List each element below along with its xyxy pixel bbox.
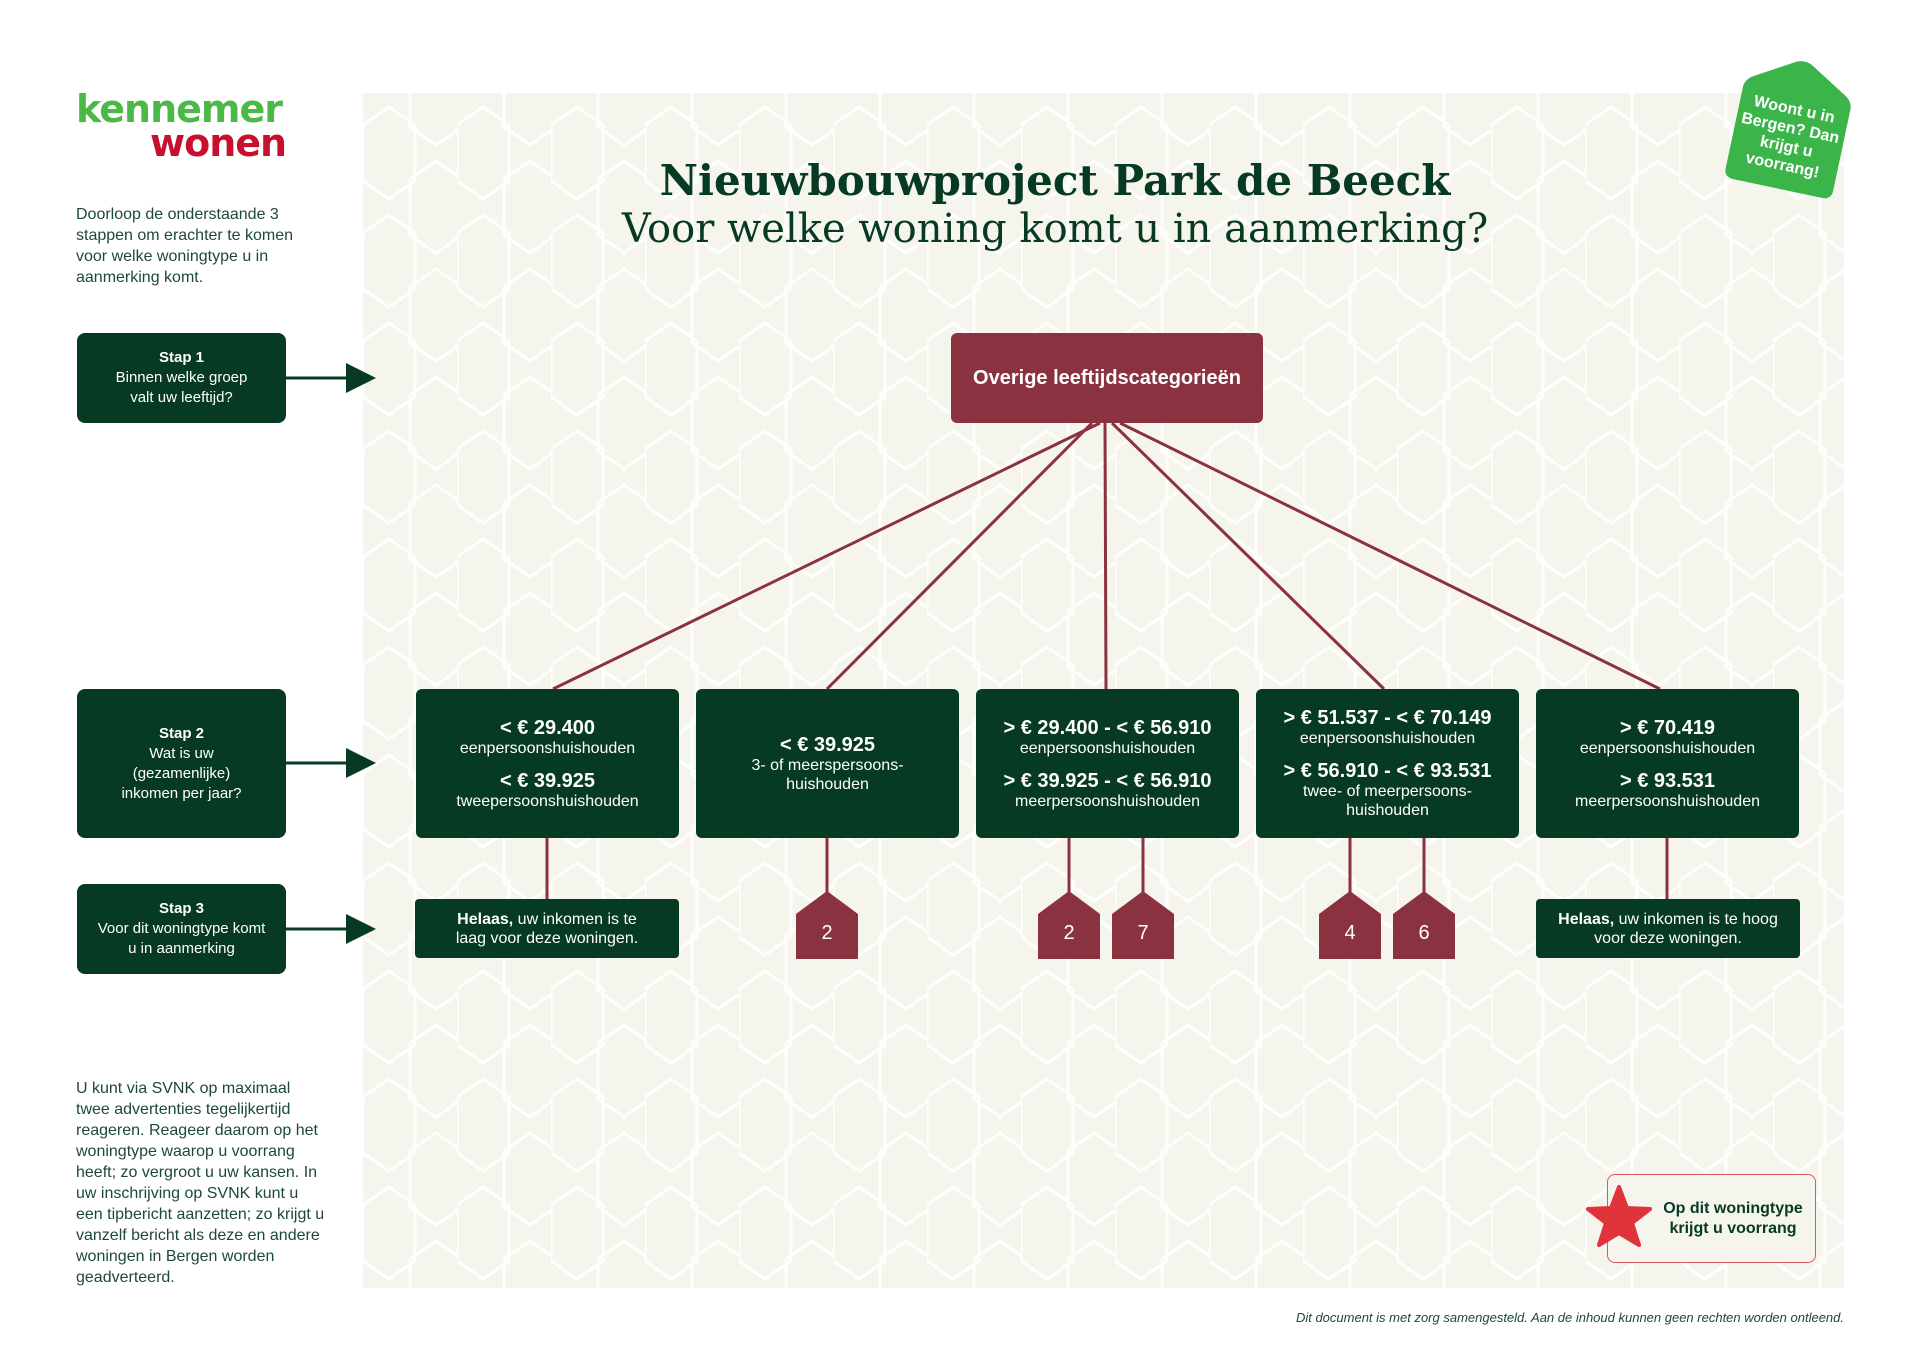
- house-number: 4: [1344, 922, 1355, 944]
- kennemer-wonen-logo[interactable]: kennemer wonen: [76, 87, 287, 166]
- income-node-1: < € 29.400 eenpersoonshuishouden < € 39.…: [416, 689, 679, 838]
- house-number: 2: [821, 922, 832, 944]
- income-value: > € 51.537 - < € 70.149: [1283, 707, 1492, 729]
- step-2-box: Stap 2 Wat is uw (gezamenlijke) inkomen …: [77, 689, 286, 838]
- income-value: > € 93.531: [1619, 769, 1716, 792]
- logo-line-2: wonen: [150, 121, 287, 166]
- income-value: > € 56.910 - < € 93.531: [1283, 760, 1492, 782]
- bergen-priority-badge: Woont u in Bergen? Dan krijgt u voorrang…: [1724, 50, 1859, 200]
- house-icon: [1038, 891, 1100, 959]
- household-type: tweepersoonshuishouden: [456, 792, 639, 810]
- house-icon: [1112, 891, 1174, 959]
- income-value: > € 29.400 - < € 56.910: [1003, 716, 1212, 739]
- income-value: < € 39.925: [779, 733, 876, 756]
- income-node-5: > € 70.419 eenpersoonshuishouden > € 93.…: [1536, 689, 1799, 838]
- result-too-high: Helaas, uw inkomen is te hoog voor deze …: [1536, 899, 1800, 958]
- house-number: 6: [1418, 922, 1429, 944]
- house-icon: [1319, 891, 1381, 959]
- house-icon: [1393, 891, 1455, 959]
- legend-text: Op dit woningtype krijgt u voorrang: [1663, 1200, 1803, 1237]
- house-number: 7: [1137, 922, 1148, 944]
- step-3-title: Stap 3: [158, 900, 204, 917]
- step-3-text: Voor dit woningtype komt u in aanmerking: [97, 920, 266, 957]
- step-1-box: Stap 1 Binnen welke groep valt uw leefti…: [77, 333, 286, 423]
- income-node-3: > € 29.400 - < € 56.910 eenpersoonshuish…: [976, 689, 1239, 838]
- step-2-title: Stap 2: [158, 724, 204, 742]
- page-subtitle: Voor welke woning komt u in aanmerking?: [621, 206, 1489, 252]
- result-high-bold: Helaas,: [1558, 910, 1615, 928]
- page-title: Nieuwbouwproject Park de Beeck: [659, 156, 1451, 205]
- step-2-text: Wat is uw (gezamenlijke) inkomen per jaa…: [121, 744, 242, 802]
- income-node-2: < € 39.925 3- of meerspersoons-huishoude…: [696, 689, 959, 838]
- house-badge-icon: [1725, 61, 1851, 199]
- household-type: eenpersoonshuishouden: [1019, 739, 1196, 757]
- result-high-text: uw inkomen is te hoog voor deze woningen…: [1594, 910, 1778, 947]
- result-low-bold: Helaas,: [457, 910, 514, 928]
- income-value: < € 39.925: [499, 769, 596, 792]
- svnk-note: U kunt via SVNK op maximaal twee adverte…: [76, 1080, 325, 1286]
- income-value: > € 70.419: [1619, 716, 1716, 739]
- disclaimer: Dit document is met zorg samengesteld. A…: [1295, 1310, 1844, 1325]
- household-type: meerpersoonshuishouden: [1574, 792, 1760, 810]
- intro-text: Doorloop de onderstaande 3 stappen om er…: [76, 206, 294, 286]
- star-icon: [1586, 1185, 1652, 1247]
- income-value: > € 39.925 - < € 56.910: [1003, 769, 1212, 792]
- household-type: meerpersoonshuishouden: [1014, 792, 1200, 810]
- step-1-text: Binnen welke groep valt uw leeftijd?: [115, 369, 248, 406]
- household-type: eenpersoonshuishouden: [459, 739, 636, 757]
- income-node-4: > € 51.537 - < € 70.149 eenpersoonshuish…: [1256, 689, 1519, 838]
- logo-line-1: kennemer: [76, 87, 283, 131]
- result-low-text: uw inkomen is te laag voor deze woningen…: [455, 910, 639, 947]
- house-number: 2: [1063, 922, 1074, 944]
- step-1-title: Stap 1: [158, 349, 204, 366]
- house-icon: [796, 891, 858, 959]
- household-type: eenpersoonshuishouden: [1299, 730, 1476, 747]
- household-type: 3- of meerspersoons-huishouden: [751, 756, 904, 793]
- result-too-low: Helaas, uw inkomen is te laag voor deze …: [415, 899, 679, 958]
- legend-box: Op dit woningtype krijgt u voorrang: [1586, 1174, 1816, 1263]
- income-value: < € 29.400: [499, 716, 596, 739]
- root-node-age-category: Overige leeftijdscategorieën: [951, 333, 1263, 423]
- step-3-box: Stap 3 Voor dit woningtype komt u in aan…: [77, 884, 286, 974]
- household-type: eenpersoonshuishouden: [1579, 739, 1756, 757]
- household-type: twee- of meerpersoons-huishouden: [1303, 783, 1472, 819]
